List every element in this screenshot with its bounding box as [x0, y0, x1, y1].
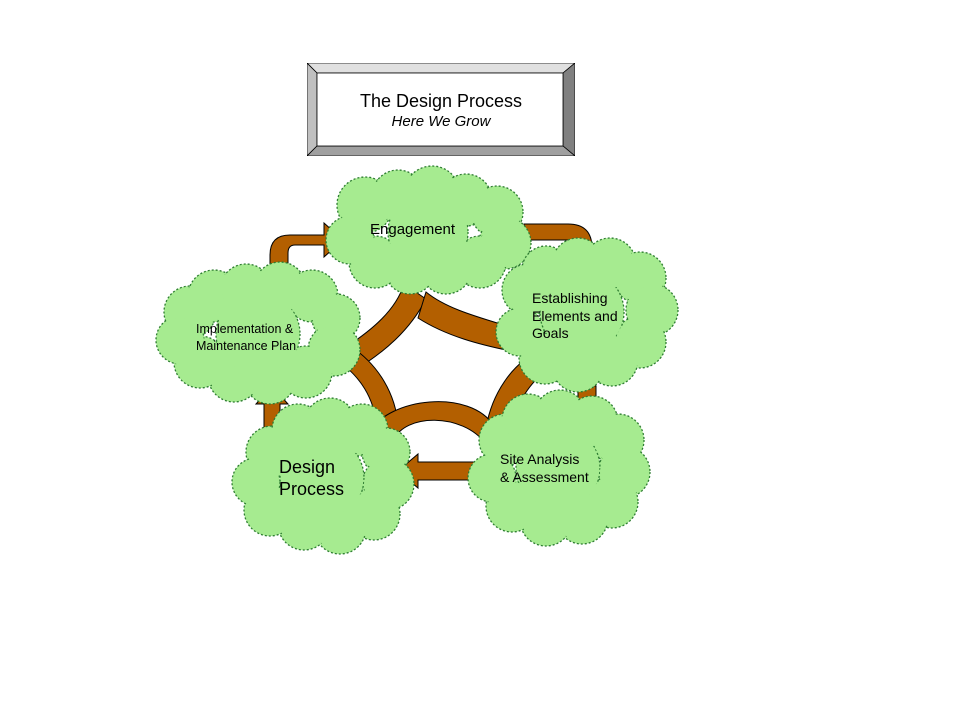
cloud-design-process	[231, 397, 415, 555]
site-line-2: & Assessment	[500, 468, 589, 485]
cloud-impl-lobe-fill	[282, 348, 330, 396]
diagram-subtitle: Here We Grow	[391, 113, 491, 130]
cloud-site-lobe-fill	[518, 428, 598, 508]
establishing-line-2: Elements and	[532, 307, 618, 324]
cloud-engagement	[325, 165, 532, 295]
node-engagement-label: Engagement	[370, 221, 455, 240]
cloud-impl-lobe-fill	[158, 318, 202, 362]
site-line-1: Site Analysis	[500, 451, 580, 467]
diagram-title: The Design Process	[359, 91, 523, 111]
title-frame	[307, 63, 575, 156]
cloud-engagement-lobe-fill	[390, 194, 466, 270]
design-line-1: Design	[279, 457, 336, 477]
cloud-design-lobe-fill	[282, 438, 362, 518]
establishing-line-1: Establishing	[532, 290, 608, 306]
design-line-2: Process	[279, 478, 345, 499]
cloud-engagement-lobe-fill	[328, 218, 372, 262]
cloud-design-lobe-fill	[234, 460, 278, 504]
cloud-establishing-lobe-fill	[542, 272, 622, 352]
impl-line-1: Implementation &	[196, 322, 294, 336]
title-box: The Design Process Here We Grow	[307, 63, 575, 156]
engagement-line-1: Engagement	[370, 221, 456, 238]
node-establishing-label: Establishing Elements and Goals	[532, 290, 618, 343]
node-design-process-label: Design Process	[279, 457, 344, 501]
cloud-impl-lobe-fill	[218, 294, 298, 374]
node-site-analysis-label: Site Analysis & Assessment	[500, 451, 589, 486]
cloud-site-lobe-fill	[470, 456, 514, 500]
node-implementation-label: Implementation & Maintenance Plan	[196, 321, 296, 355]
cloud-implementation	[155, 261, 361, 405]
cloud-establishing	[495, 237, 679, 393]
cloud-establishing-lobe-fill	[498, 310, 542, 354]
establishing-line-3: Goals	[532, 325, 569, 341]
impl-line-2: Maintenance Plan	[196, 338, 297, 353]
clouds	[155, 165, 679, 555]
cloud-site-analysis	[467, 389, 651, 547]
